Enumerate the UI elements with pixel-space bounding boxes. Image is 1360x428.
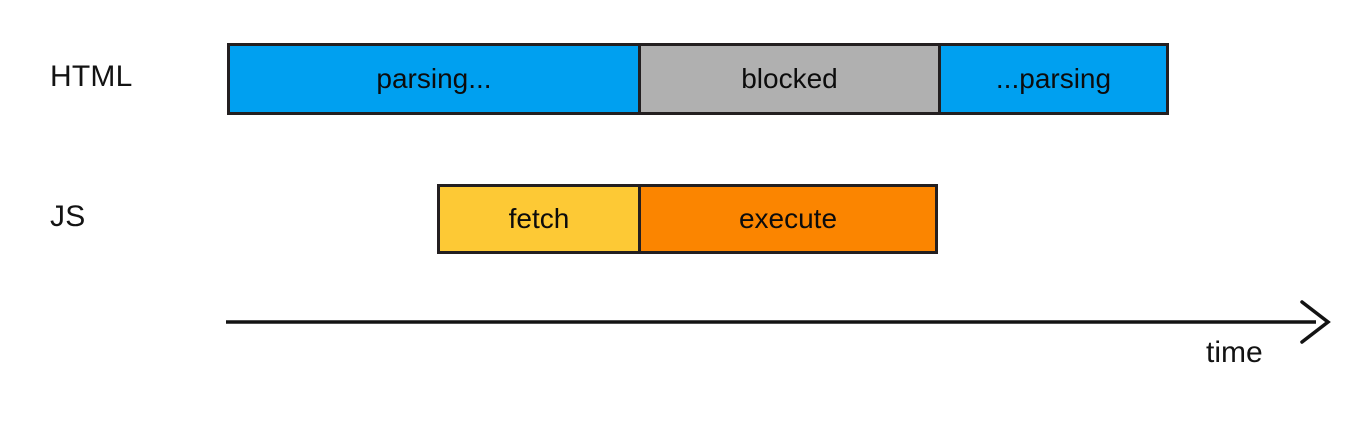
segment-html-parsing-resumed: ...parsing bbox=[938, 46, 1166, 112]
arrowhead-icon bbox=[1300, 300, 1331, 344]
segment-html-blocked: blocked bbox=[638, 46, 938, 112]
row-label-js: JS bbox=[50, 200, 86, 233]
timeline-track-js: fetch execute bbox=[437, 184, 938, 254]
segment-label: ...parsing bbox=[995, 63, 1112, 94]
segment-label: parsing... bbox=[376, 63, 492, 94]
row-label-html: HTML bbox=[50, 60, 133, 93]
segment-html-parsing: parsing... bbox=[230, 46, 638, 112]
timeline-track-html: parsing... blocked ...parsing bbox=[227, 43, 1169, 115]
segment-label: fetch bbox=[508, 203, 570, 234]
segment-label: blocked bbox=[741, 63, 838, 94]
time-axis-arrow bbox=[226, 300, 1331, 344]
segment-js-fetch: fetch bbox=[440, 187, 638, 251]
time-axis-label: time bbox=[1206, 336, 1263, 369]
segment-js-execute: execute bbox=[638, 187, 935, 251]
segment-label: execute bbox=[738, 203, 838, 234]
